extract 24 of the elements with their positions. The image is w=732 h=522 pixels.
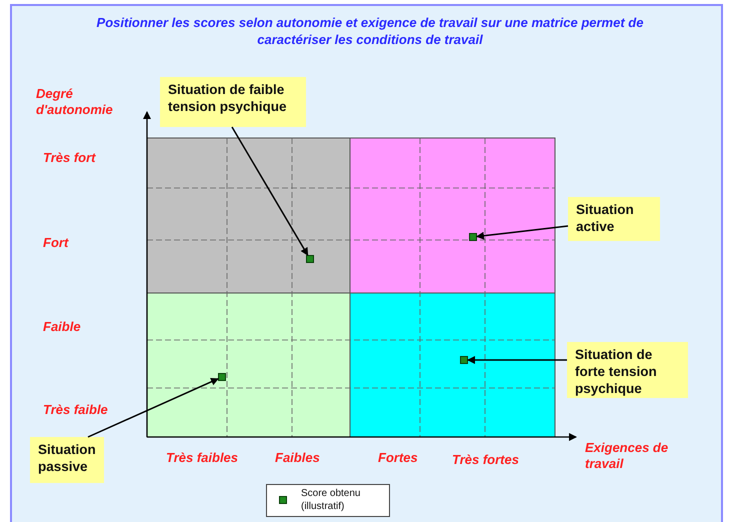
arrow [476,225,568,240]
axis-tick-label: Fort [43,235,70,251]
score-marker [218,373,226,381]
title: Positionner les scores selon autonomie et exigence de travail sur une matrice permet de caractériser les conditions de travail [96,14,644,48]
callout-box: Situation passive [30,437,104,483]
callout-box: Situation de faible tension psychique [160,77,306,127]
axis-tick-label: Très fort [43,150,97,166]
axis-tick-label: Très faibles [166,450,240,466]
axis-tick-label: Très fortes [452,452,520,468]
axis-title: Degré d'autonomie [36,86,114,118]
axis-title: Exigences de travail [585,440,670,472]
callout-box: Situation de forte tension psychique [567,342,688,398]
arrow [88,378,219,438]
axis-tick-label: Faible [43,319,82,335]
axis-tick-label: Très faible [43,402,109,418]
arrow [231,126,308,256]
score-marker [469,233,477,241]
legend-text: Score obtenu (illustratif) [301,487,362,513]
axis-tick-label: Faibles [275,450,321,466]
axis-tick-label: Fortes [378,450,419,466]
callout-box: Situation active [568,197,660,241]
score-marker [460,356,468,364]
score-marker [306,255,314,263]
arrow [467,356,567,364]
